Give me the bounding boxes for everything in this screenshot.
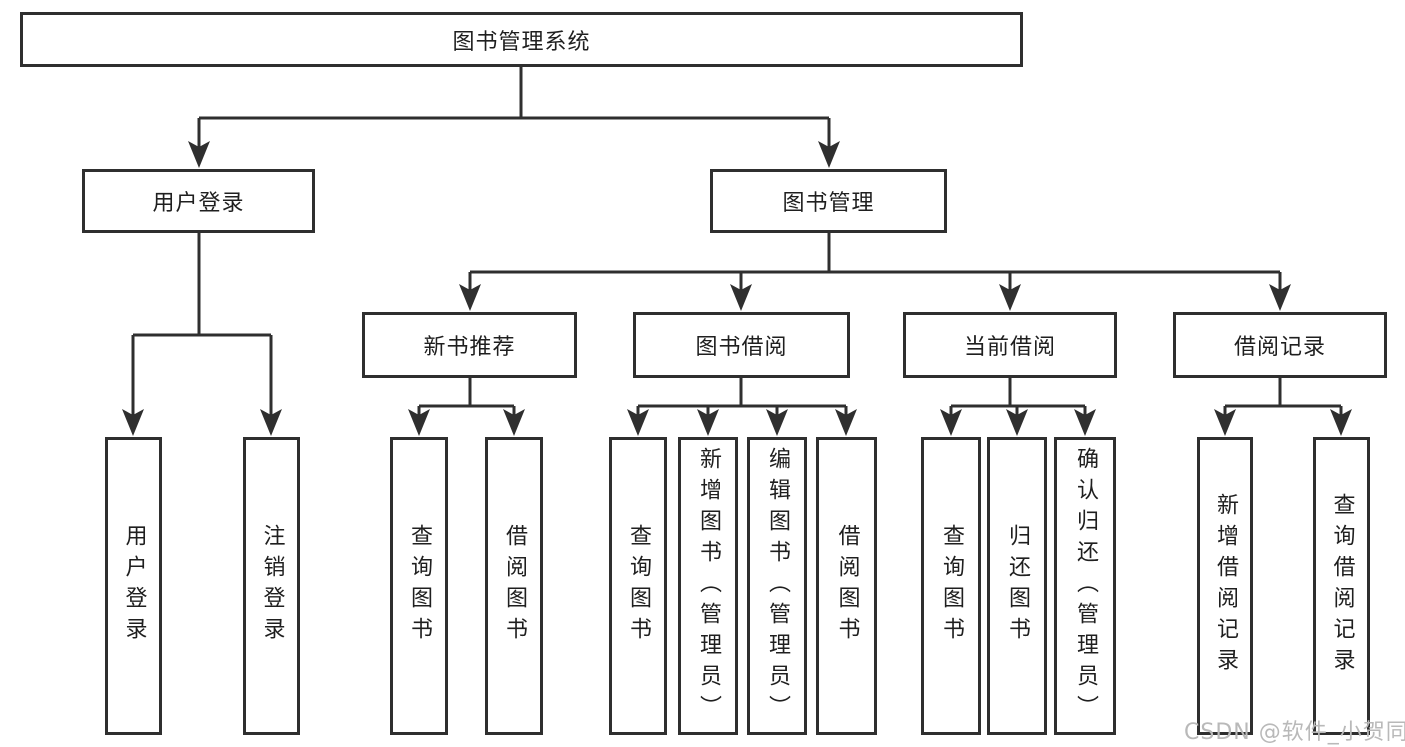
node-user-login: 用户登录 (82, 169, 315, 233)
leaf-records-query-record: 查询借阅记录 (1313, 437, 1370, 735)
leaf-newbooks-query-books: 查询图书 (390, 437, 448, 735)
leaf-borrow-edit-books-admin: 编辑图书（管理员） (747, 437, 807, 735)
node-book-borrowing: 图书借阅 (633, 312, 850, 378)
leaf-borrow-add-books-admin: 新增图书（管理员） (678, 437, 738, 735)
connector-root-to-level2 (197, 67, 831, 148)
leaf-logout: 注销登录 (243, 437, 300, 735)
leaf-borrow-query-books: 查询图书 (609, 437, 667, 735)
arrowheads-new-books-children (408, 409, 525, 436)
arrowheads-borrow-records-children (1214, 409, 1352, 436)
leaf-borrow-borrow-books: 借阅图书 (816, 437, 877, 735)
connector-user-login-children (131, 233, 273, 416)
arrowheads-book-borrow-children (627, 409, 857, 436)
leaf-user-login: 用户登录 (105, 437, 162, 735)
connector-current-borrow-children (949, 378, 1087, 416)
arrowheads-book-mgmt-children (459, 284, 1291, 311)
connector-new-books-children (417, 378, 516, 416)
leaf-current-confirm-return-admin: 确认归还（管理员） (1054, 437, 1116, 735)
node-current-borrowing: 当前借阅 (903, 312, 1117, 378)
arrowheads-current-borrow-children (940, 409, 1096, 436)
leaf-records-add-record: 新增借阅记录 (1197, 437, 1253, 735)
connector-book-borrow-children (636, 378, 848, 416)
leaf-current-query-books: 查询图书 (921, 437, 981, 735)
node-new-book-recommend: 新书推荐 (362, 312, 577, 378)
node-book-management: 图书管理 (710, 169, 947, 233)
node-borrowing-records: 借阅记录 (1173, 312, 1387, 378)
arrowheads-level2 (188, 141, 840, 168)
node-root-library-system: 图书管理系统 (20, 12, 1023, 67)
leaf-newbooks-borrow-books: 借阅图书 (485, 437, 543, 735)
leaf-current-return-books: 归还图书 (987, 437, 1047, 735)
csdn-watermark: CSDN @软件_小贺同学 (1184, 720, 1405, 745)
arrowheads-user-login-children (122, 409, 282, 436)
connector-book-mgmt-children (468, 233, 1282, 291)
connector-borrow-records-children (1223, 378, 1343, 416)
